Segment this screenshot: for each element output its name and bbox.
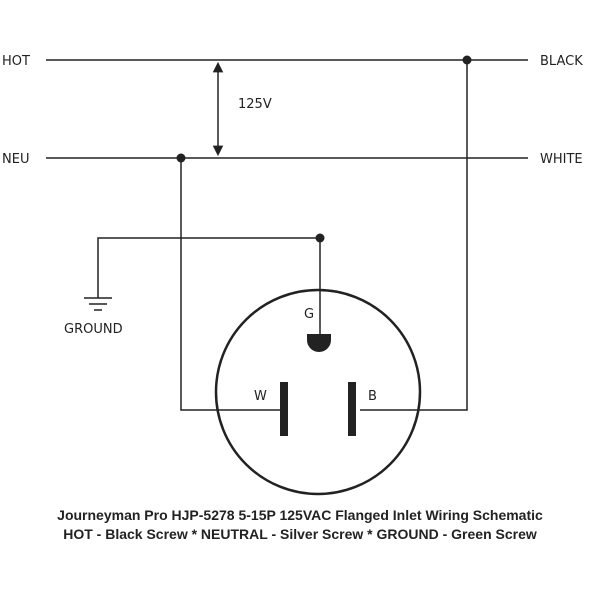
- neutral-label: NEU: [2, 152, 29, 167]
- hot-label: HOT: [2, 54, 30, 69]
- hot-blade: [348, 382, 356, 436]
- hot-junction-dot: [462, 55, 472, 65]
- white-label: WHITE: [540, 152, 583, 167]
- ground-wire: [97, 237, 320, 298]
- terminal-w-label: W: [254, 389, 267, 404]
- caption-line-1: Journeyman Pro HJP-5278 5-15P 125VAC Fla…: [57, 507, 543, 523]
- neutral-junction-dot: [176, 153, 186, 163]
- receptacle-face: [214, 288, 422, 496]
- ground-junction-dot: [315, 233, 325, 243]
- neutral-wire: [180, 158, 280, 411]
- terminal-g-label: G: [304, 307, 314, 322]
- terminal-b-label: B: [368, 389, 377, 404]
- ground-label: GROUND: [64, 322, 123, 337]
- black-label: BLACK: [540, 54, 583, 69]
- ground-pin: [307, 334, 331, 352]
- caption-line-2: HOT - Black Screw * NEUTRAL - Silver Scr…: [63, 526, 537, 542]
- caption: Journeyman Pro HJP-5278 5-15P 125VAC Fla…: [0, 506, 600, 544]
- voltage-label: 125V: [238, 97, 272, 112]
- hot-wire: [360, 60, 468, 411]
- neutral-blade: [280, 382, 288, 436]
- ground-symbol-icon: [84, 297, 112, 311]
